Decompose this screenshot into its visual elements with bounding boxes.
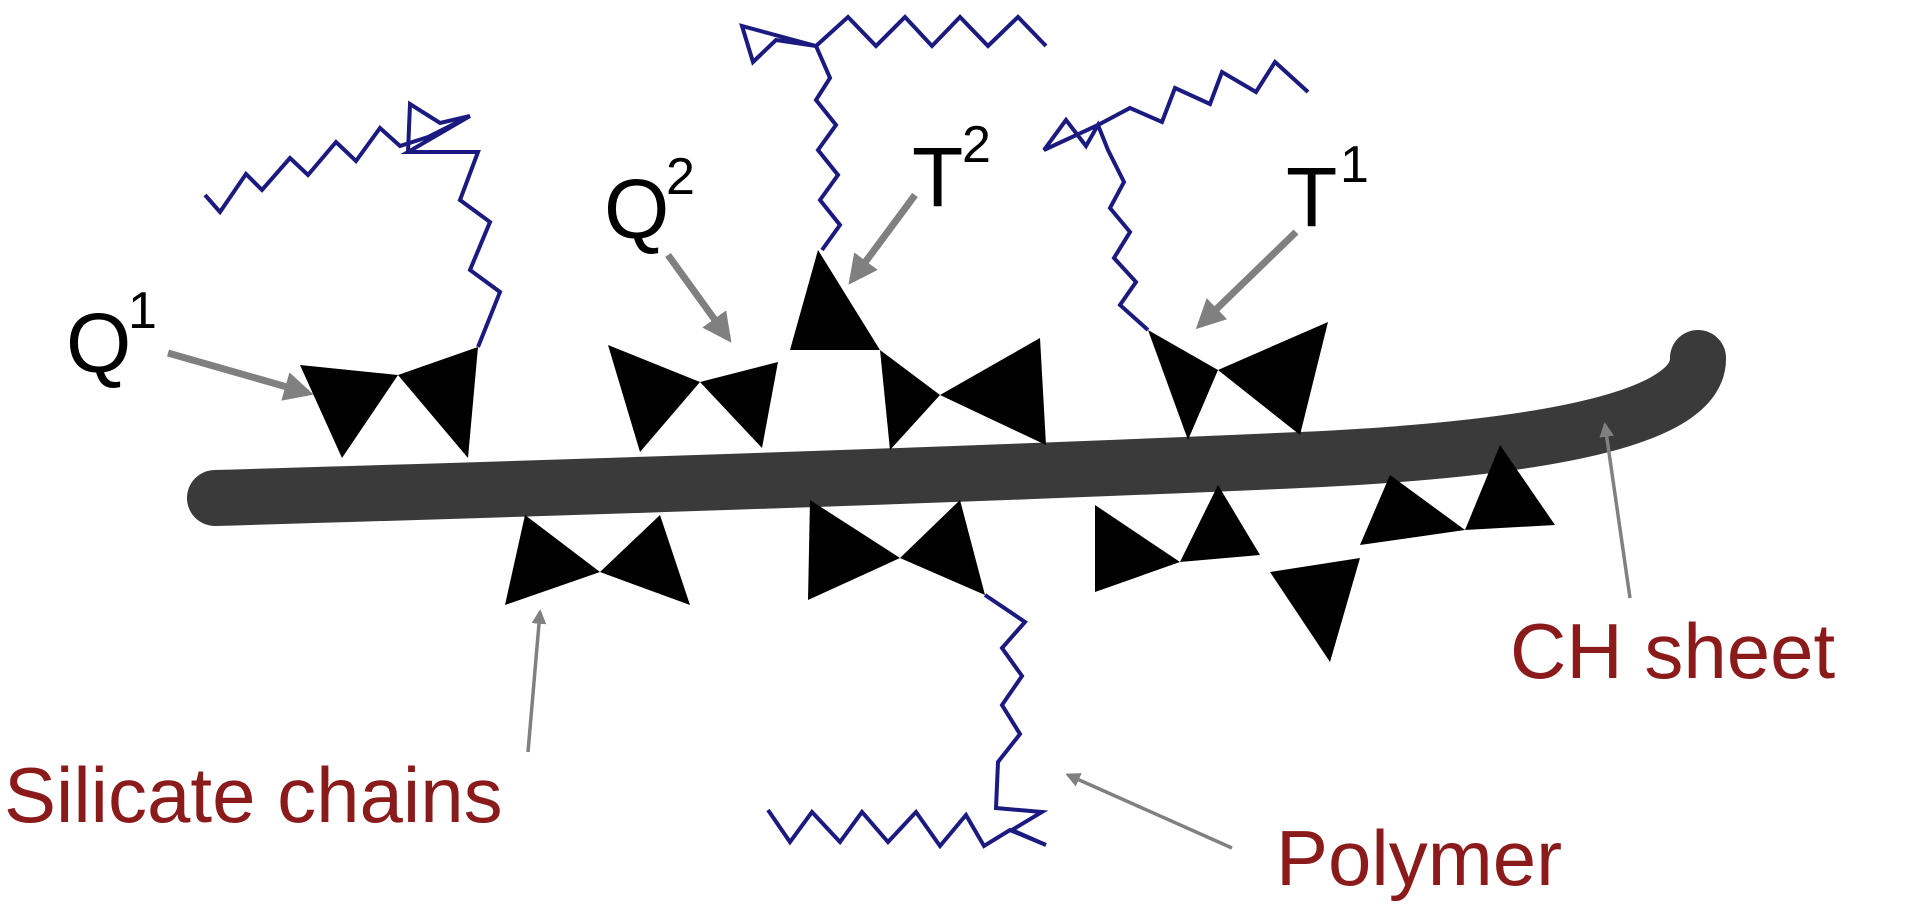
arrow-t2 [848, 192, 918, 285]
tetrahedron [600, 515, 690, 605]
svg-text:1: 1 [1340, 136, 1369, 194]
tetrahedron [940, 338, 1046, 445]
tetrahedron [1180, 485, 1260, 562]
arrow-polymer [1065, 773, 1233, 850]
tetrahedron [900, 500, 985, 595]
tetrahedron [608, 345, 700, 452]
polymer-chain-left [203, 114, 503, 348]
tetrahedron [700, 362, 778, 448]
tetrahedron [790, 250, 880, 350]
tetrahedron [1270, 558, 1360, 662]
tetrahedron [1148, 330, 1218, 440]
tetrahedron [1095, 505, 1180, 592]
label-polymer: Polymer [1276, 814, 1562, 902]
label-q1: Q 1 [66, 282, 157, 390]
svg-text:Q: Q [66, 296, 131, 390]
silicate-tetrahedra [300, 250, 1555, 662]
polymer-chain-top-center [739, 14, 1048, 252]
arrow-q2 [665, 252, 732, 343]
svg-text:T: T [1286, 150, 1337, 244]
tetrahedron [880, 350, 940, 450]
arrow-ch-sheet [1599, 422, 1632, 599]
polymer-chain-bottom [766, 593, 1049, 850]
label-q2: Q 2 [604, 148, 695, 256]
tetrahedron [1360, 475, 1465, 545]
tetrahedron [300, 365, 398, 458]
label-ch-sheet: CH sheet [1510, 607, 1835, 695]
tetrahedron [808, 500, 900, 600]
arrow-silicate-chains [526, 609, 547, 753]
svg-text:2: 2 [962, 116, 991, 174]
arrow-t1 [1195, 229, 1299, 330]
svg-text:Q: Q [604, 162, 669, 256]
svg-text:2: 2 [666, 148, 695, 206]
tetrahedron [1218, 322, 1328, 435]
polymer-chains [203, 14, 1310, 850]
pointer-arrows [167, 192, 1632, 850]
svg-text:1: 1 [128, 282, 157, 340]
polymer-chain-left-branch [406, 100, 471, 153]
svg-text:T: T [912, 130, 963, 224]
polymer-chain-top-right [1042, 58, 1310, 332]
tetrahedron [1465, 445, 1555, 530]
label-t1: T 1 [1286, 136, 1369, 244]
tetrahedron [398, 347, 478, 458]
ch-sheet-bar [187, 330, 1726, 526]
label-silicate-chains: Silicate chains [4, 751, 503, 839]
arrow-q1 [167, 349, 314, 401]
label-t2: T 2 [912, 116, 991, 224]
tetrahedron [505, 515, 600, 605]
